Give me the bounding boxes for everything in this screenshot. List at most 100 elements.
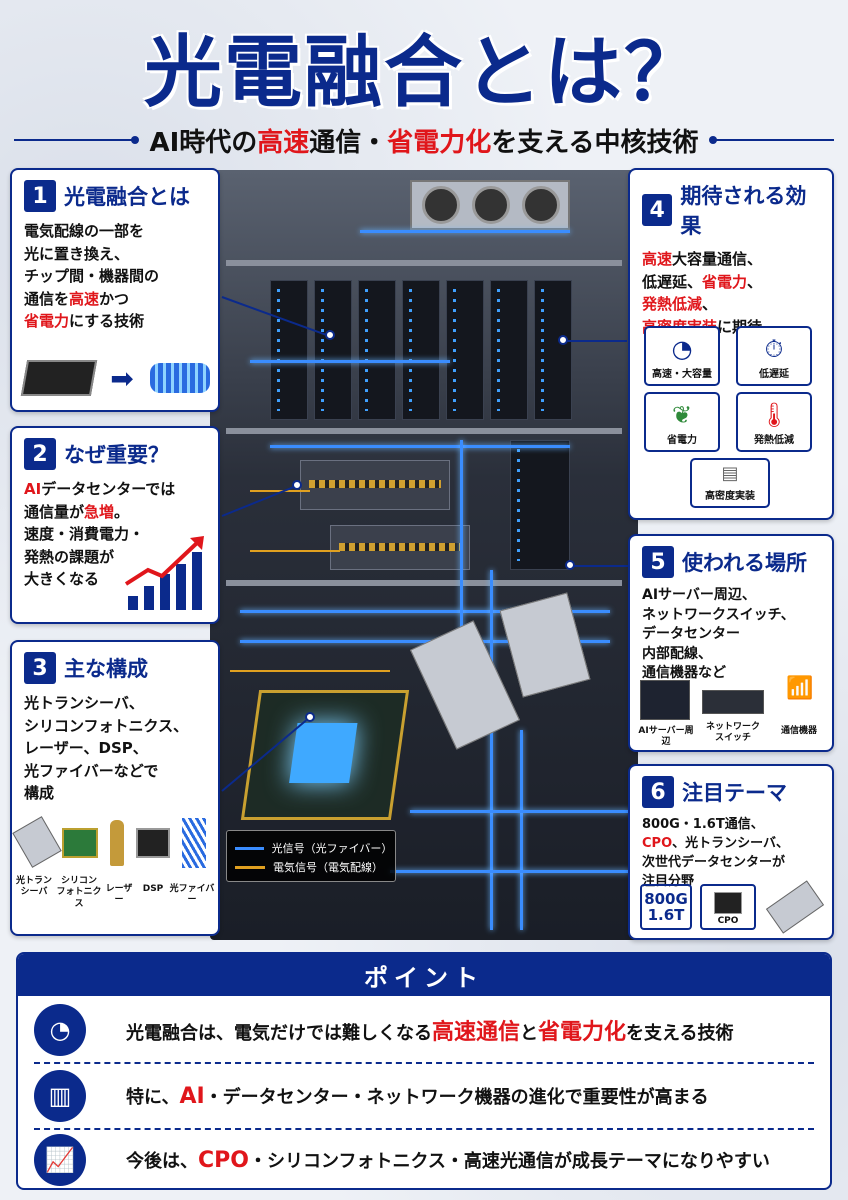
card-why-important: 2 なぜ重要？ AIデータセンターでは 通信量が急増。 速度・消費電力・ 発熱の… xyxy=(10,426,220,624)
electric-wire xyxy=(250,550,340,552)
card-title: 主な構成 xyxy=(64,657,148,681)
optical-fiber xyxy=(520,730,523,930)
card-components: 3 主な構成 光トランシーバ、 シリコンフォトニクス、 レーザー、DSP、 光フ… xyxy=(10,640,220,936)
legend-optical: 光信号（光ファイバー） xyxy=(235,840,392,856)
thermometer-icon: 🌡 xyxy=(758,401,790,429)
fan-icon xyxy=(472,186,510,224)
server-rack xyxy=(490,280,528,420)
card-body: 高速大容量通信、 低遅延、省電力、 発熱低減、 高密度実装に期待 xyxy=(642,248,820,338)
signal-legend: 光信号（光ファイバー） 電気信号（電気配線） xyxy=(226,830,396,882)
point-text-3: 今後は、CPO・シリコンフォトニクス・高速光通信が成長テーマになりやすい xyxy=(126,1148,770,1173)
connector-dot xyxy=(565,560,575,570)
legend-electric-label: 電気信号（電気配線） xyxy=(273,861,383,874)
card-line: CPO、光トランシーバ、 xyxy=(642,835,789,851)
connector-dot xyxy=(325,330,335,340)
legend-electric: 電気信号（電気配線） xyxy=(235,859,387,875)
conversion-illustration: ➡ xyxy=(20,356,210,400)
switch-icon xyxy=(702,690,764,714)
card-themes: 6 注目テーマ 800G・1.6T通信、 CPO、光トランシーバ、 次世代データ… xyxy=(628,764,834,940)
subtitle-highlight-speed: 高速 xyxy=(257,127,310,158)
card-line: 省電力にする技術 xyxy=(24,312,145,330)
divider xyxy=(34,1062,814,1064)
server-rack xyxy=(358,280,396,420)
connector-line xyxy=(570,565,628,567)
electric-wire xyxy=(230,670,390,672)
optical-fiber xyxy=(460,440,463,640)
card-line: 次世代データセンターが xyxy=(642,854,786,870)
card-title: 注目テーマ xyxy=(682,781,787,805)
place-label: AIサーバー周辺 xyxy=(638,726,694,748)
speedometer-icon: ◔ xyxy=(34,1004,86,1056)
card-line: 光に置き換え、 xyxy=(24,244,130,263)
chip-icon xyxy=(20,360,98,396)
optical-fiber xyxy=(410,810,630,813)
part-label: シリコンフォトニクス xyxy=(56,876,102,909)
card-number: 2 xyxy=(24,438,56,470)
network-switch xyxy=(300,460,450,510)
laser-icon xyxy=(110,820,124,866)
card-line: 発熱の課題が xyxy=(24,547,115,566)
card-number: 3 xyxy=(24,652,56,684)
subtitle-divider-left xyxy=(14,136,140,144)
rack-shelf xyxy=(226,260,622,266)
leaf-bolt-icon: ❦ xyxy=(671,401,693,429)
card-line: AIデータセンターでは xyxy=(24,480,176,498)
fan-icon xyxy=(522,186,560,224)
card-line: 高速大容量通信、 xyxy=(642,250,763,268)
card-title: 使われる場所 xyxy=(682,551,807,575)
legend-optical-swatch xyxy=(235,846,264,850)
card-line: 内部配線、 xyxy=(642,645,712,662)
effect-tile-latency: ⏱ 低遅延 xyxy=(736,326,812,386)
server-icon xyxy=(640,680,690,720)
card-line: ネットワークスイッチ、 xyxy=(642,606,795,623)
effect-tile-density: ▤ 高密度実装 xyxy=(690,458,770,508)
card-number: 1 xyxy=(24,180,56,212)
effect-tile-heat: 🌡 発熱低減 xyxy=(736,392,812,452)
point-row-2: ▥ 特に、AI・データセンター・ネットワーク機器の進化で重要性が高まる xyxy=(18,1064,830,1128)
growth-chart-icon xyxy=(124,536,204,610)
bandwidth-badge: 800G 1.6T xyxy=(640,884,692,930)
card-line: 通信量が急増。 xyxy=(24,502,130,521)
card-use-places: 5 使われる場所 AIサーバー周辺、 ネットワークスイッチ、 データセンター 内… xyxy=(628,534,834,752)
point-text-1: 光電融合は、電気だけでは難しくなる高速通信と省電力化を支える技術 xyxy=(126,1020,734,1045)
rack-shelf xyxy=(226,580,622,586)
point-text-2: 特に、AI・データセンター・ネットワーク機器の進化で重要性が高まる xyxy=(126,1084,709,1109)
card-body: 800G・1.6T通信、 CPO、光トランシーバ、 次世代データセンターが 注目… xyxy=(642,816,820,891)
connector-line xyxy=(565,340,627,342)
card-title: 光電融合とは xyxy=(64,185,190,209)
connector-dot xyxy=(292,480,302,490)
divider xyxy=(34,1128,814,1130)
router-icon: 📶 xyxy=(786,676,814,701)
card-line: シリコンフォトニクス、 xyxy=(24,716,189,735)
point-summary: ポイント ◔ 光電融合は、電気だけでは難しくなる高速通信と省電力化を支える技術 … xyxy=(16,952,832,1190)
server-rack xyxy=(534,280,572,420)
card-line: 光ファイバーなどで xyxy=(24,761,159,780)
card-line: チップ間・機器間の xyxy=(24,267,160,285)
effect-tile-speed: ◔ 高速・大容量 xyxy=(644,326,720,386)
card-line: 大きくなる xyxy=(24,570,100,588)
rack-shelf xyxy=(226,428,622,434)
card-number: 4 xyxy=(642,194,673,226)
connector-dot xyxy=(305,712,315,722)
subtitle: AI時代の高速通信・省電力化を支える中核技術 xyxy=(135,122,712,159)
cooling-unit xyxy=(410,180,570,230)
card-line: AIサーバー周辺、 xyxy=(642,587,756,603)
arrow-right-icon: ➡ xyxy=(110,361,134,395)
fan-icon xyxy=(422,186,460,224)
laser-module xyxy=(499,592,591,698)
place-label: ネットワークスイッチ xyxy=(705,722,760,744)
optical-fiber xyxy=(240,640,610,643)
server-icon: ▥ xyxy=(34,1070,86,1122)
card-what-is: 1 光電融合とは 電気配線の一部を 光に置き換え、 チップ間・機器間の 通信を高… xyxy=(10,168,220,412)
point-header: ポイント xyxy=(18,954,830,996)
server-rack xyxy=(270,280,308,420)
card-line: レーザー、DSP、 xyxy=(24,739,148,757)
card-body: 光トランシーバ、 シリコンフォトニクス、 レーザー、DSP、 光ファイバーなどで… xyxy=(24,692,206,805)
card-line: 通信機器など xyxy=(642,665,726,682)
card-line: 800G・1.6T通信、 xyxy=(642,817,764,832)
legend-electric-swatch xyxy=(235,865,265,869)
optical-fiber xyxy=(270,445,570,448)
growth-chart-icon: 📈 xyxy=(34,1134,86,1186)
card-line: 発熱低減、 xyxy=(642,295,718,313)
card-number: 5 xyxy=(642,546,674,578)
